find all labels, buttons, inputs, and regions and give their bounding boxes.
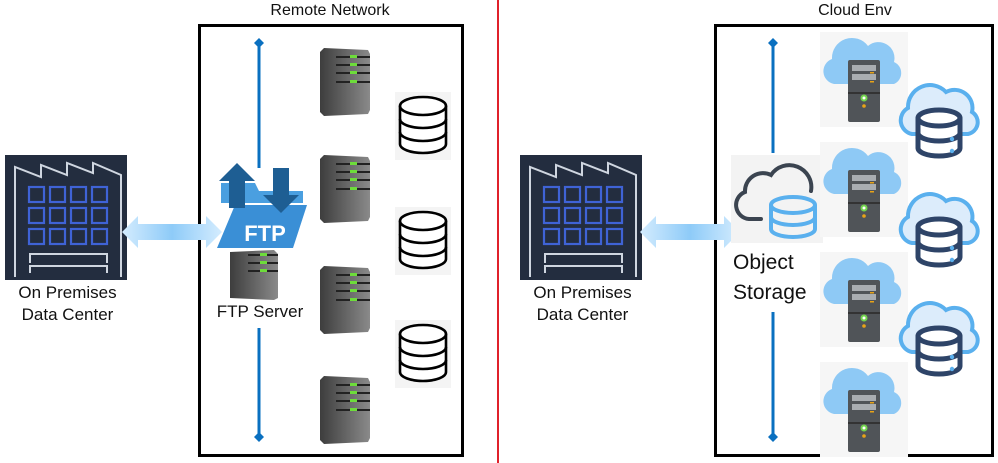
object-storage-icon [731, 155, 823, 243]
cloud-env-title: Cloud Env [818, 2, 892, 19]
bidirectional-transfer-arrow [122, 216, 222, 248]
ftp-badge-text: FTP [244, 221, 286, 246]
environment-divider [497, 0, 499, 463]
cloud-link-bottom [767, 312, 779, 446]
ftp-server-label: FTP Server [216, 302, 304, 321]
cloud-database-icon [898, 185, 980, 268]
on-premises-datacenter-icon [520, 155, 642, 280]
database-icon [395, 92, 451, 160]
server-icon [320, 48, 372, 116]
server-icon [320, 376, 372, 444]
server-icon [320, 155, 372, 223]
network-link-top [253, 38, 265, 168]
database-icon [395, 320, 451, 388]
object-storage-line2: Storage [733, 281, 807, 304]
remote-network-title: Remote Network [270, 2, 390, 19]
cloud-database-icon [898, 294, 980, 377]
bidirectional-transfer-arrow [640, 216, 740, 248]
datacenter-label-line2: Data Center [21, 305, 114, 324]
object-storage-label: Object Storage [733, 248, 807, 308]
server-icon [320, 266, 372, 334]
database-icon [395, 207, 451, 275]
datacenter-label-line1: On Premises [533, 283, 632, 302]
datacenter-label-line2: Data Center [536, 305, 629, 324]
datacenter-label-line1: On Premises [18, 283, 117, 302]
cloud-database-icon [898, 76, 980, 159]
cloud-link-top [767, 38, 779, 153]
datacenter-label-right: On Premises Data Center [515, 282, 650, 326]
cloud-server-icon [820, 32, 908, 127]
cloud-server-icon [820, 252, 908, 347]
network-link-bottom [253, 328, 265, 446]
datacenter-label-left: On Premises Data Center [0, 282, 135, 326]
on-premises-datacenter-icon [5, 155, 127, 280]
object-storage-line1: Object [733, 251, 794, 274]
ftp-server-icon [230, 250, 282, 300]
ftp-folder-icon: FTP [215, 163, 310, 248]
cloud-server-icon [820, 362, 908, 457]
cloud-server-icon [820, 142, 908, 237]
